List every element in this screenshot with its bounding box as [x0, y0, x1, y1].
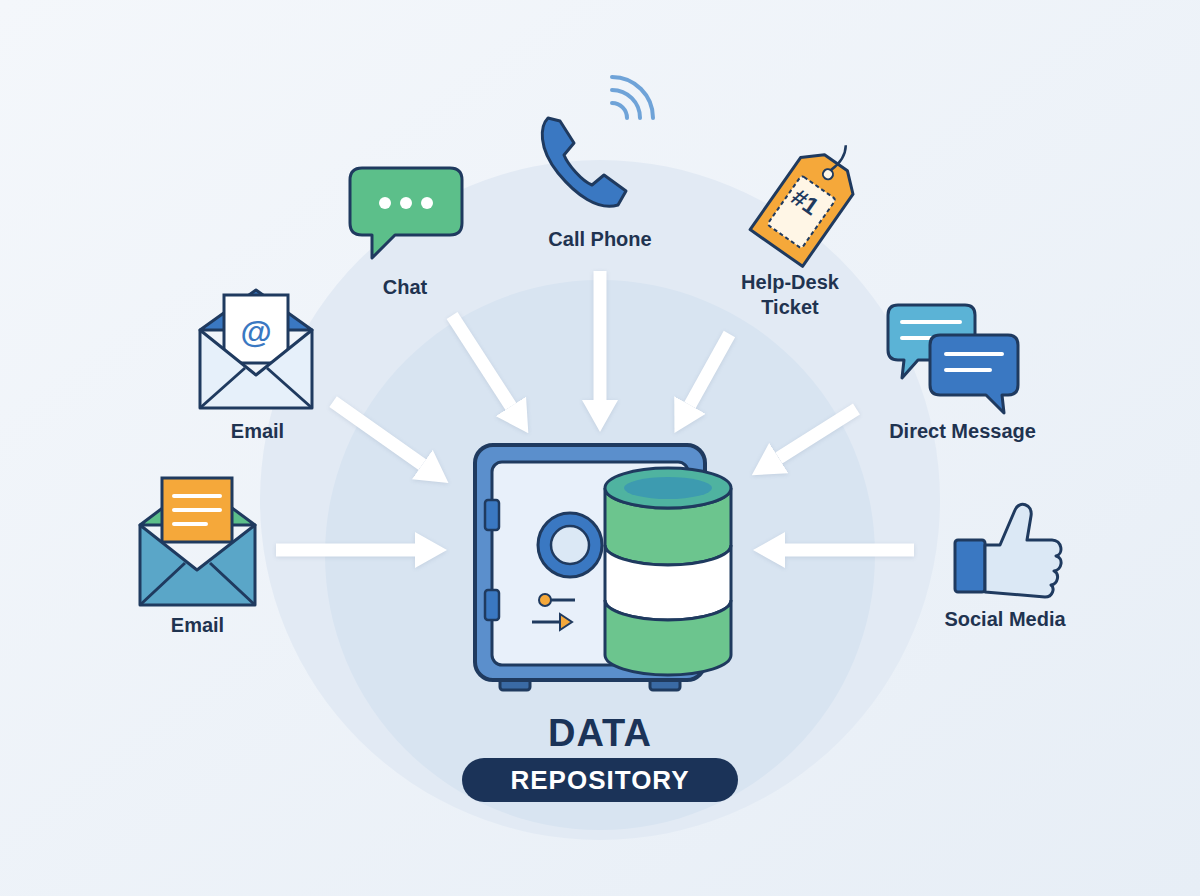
letter-line — [174, 496, 220, 524]
database-top-inner — [624, 477, 712, 499]
message-icon — [888, 305, 1018, 413]
channel-node: Email @ — [195, 285, 320, 447]
chat-dot — [421, 197, 433, 209]
thumb-hand — [985, 504, 1061, 597]
channel-node: Email — [135, 470, 260, 642]
key-symbol — [539, 594, 551, 606]
ticket-number: #1 — [781, 179, 830, 225]
ticket-string — [829, 145, 849, 171]
letter-sheet — [224, 295, 288, 363]
email-symbol: @ — [236, 314, 276, 350]
email-icon — [140, 478, 255, 605]
thumbs-up-icon — [955, 504, 1061, 597]
flow-symbol — [532, 621, 560, 624]
flow-arrow — [779, 409, 857, 458]
channel-label: Social Media — [930, 607, 1080, 632]
letter-sheet — [162, 478, 232, 542]
ticket-icon — [750, 128, 874, 266]
channel-node: Social Media — [930, 495, 1080, 635]
flow-arrow — [690, 334, 729, 405]
flow-arrow — [785, 544, 914, 557]
thumb-sleeve — [955, 540, 985, 592]
email-icon — [200, 290, 312, 408]
message-bubble — [930, 335, 1018, 413]
channel-node: Chat — [340, 160, 470, 302]
outer-halo — [260, 160, 940, 840]
chat-icon — [350, 168, 462, 258]
flow-arrow — [333, 402, 422, 465]
safe-hinge — [485, 590, 499, 620]
channel-label: Email — [195, 419, 320, 444]
signal-wave — [612, 90, 640, 118]
handset — [542, 118, 626, 206]
database-band — [605, 545, 731, 620]
envelope-fold — [140, 563, 255, 605]
flow-arrow — [594, 271, 607, 400]
ticket-inset — [767, 175, 836, 248]
chat-bubble — [350, 168, 462, 258]
channel-node: Direct Message — [870, 295, 1055, 447]
ticket-tag — [750, 144, 862, 266]
channel-label: Direct Message — [870, 419, 1055, 444]
inner-halo — [325, 280, 875, 830]
channel-node: Call Phone — [520, 100, 680, 255]
signal-wave — [612, 77, 653, 118]
key-symbol — [551, 599, 575, 602]
safe-hinge — [485, 500, 499, 530]
safe-dial — [538, 513, 602, 577]
flow-symbol — [560, 614, 572, 630]
channel-node: Help-Desk Ticket #1 — [720, 150, 870, 320]
message-line — [946, 354, 1002, 370]
channel-label: Call Phone — [520, 227, 680, 252]
repository-node: DATAREPOSITORY — [455, 440, 745, 805]
flow-arrow — [452, 315, 511, 406]
database-band — [605, 600, 731, 675]
envelope-front — [140, 525, 255, 605]
chat-dot — [379, 197, 391, 209]
safe-dial-center — [551, 526, 589, 564]
channel-label: Email — [135, 613, 260, 638]
envelope-fold — [200, 368, 312, 408]
database-icon — [605, 468, 731, 675]
chat-dot — [400, 197, 412, 209]
signal-wave — [612, 103, 627, 118]
database-top — [605, 468, 731, 508]
phone-icon — [542, 77, 653, 206]
repository-badge: REPOSITORY — [462, 758, 738, 802]
repository-title: DATA — [455, 710, 745, 756]
channel-label: Chat — [340, 275, 470, 300]
channel-label: Help-Desk Ticket — [725, 270, 855, 320]
flow-arrow — [276, 544, 415, 557]
